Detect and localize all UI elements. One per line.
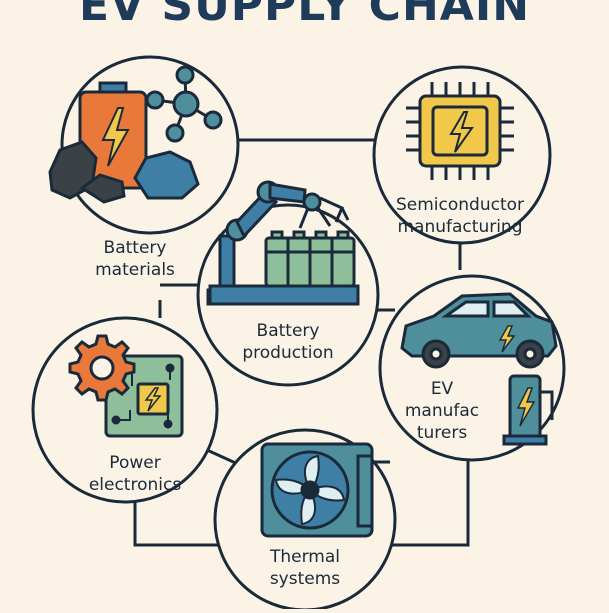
- label-power-electronics: Power electronics: [60, 452, 210, 496]
- label-line: materials: [95, 260, 175, 280]
- label-line: Power: [109, 453, 161, 473]
- label-line: manufac: [404, 401, 480, 421]
- label-line: systems: [269, 569, 341, 589]
- label-line: EV: [430, 379, 454, 399]
- page-title: EV SUPPLY CHAIN: [78, 0, 531, 31]
- circuit-board-icon: [104, 354, 184, 438]
- label-battery-production: Battery production: [213, 320, 363, 364]
- label-line: manufacturing: [397, 217, 523, 237]
- label-ev-manufacturers: EV manufac turers: [392, 378, 492, 444]
- label-line: Semiconductor: [395, 195, 525, 215]
- charger-icon: [502, 374, 554, 446]
- chip-icon: [406, 82, 514, 180]
- ore-icon: [48, 140, 200, 204]
- label-semiconductor-manufacturing: Semiconductor manufacturing: [370, 194, 550, 238]
- label-line: electronics: [88, 475, 182, 495]
- connector-ev-thermal: [360, 450, 470, 547]
- car-icon: [400, 292, 558, 369]
- fan-icon: [260, 442, 374, 538]
- label-line: Battery: [103, 238, 167, 258]
- gear-icon: [68, 334, 136, 402]
- label-line: Thermal: [269, 547, 340, 567]
- label-line: production: [242, 343, 334, 363]
- label-thermal-systems: Thermal systems: [230, 546, 380, 590]
- label-line: Battery: [256, 321, 320, 341]
- molecule-icon: [145, 65, 223, 143]
- label-line: turers: [416, 423, 468, 443]
- label-battery-materials: Battery materials: [60, 237, 210, 281]
- battery-cells-icon: [208, 230, 360, 306]
